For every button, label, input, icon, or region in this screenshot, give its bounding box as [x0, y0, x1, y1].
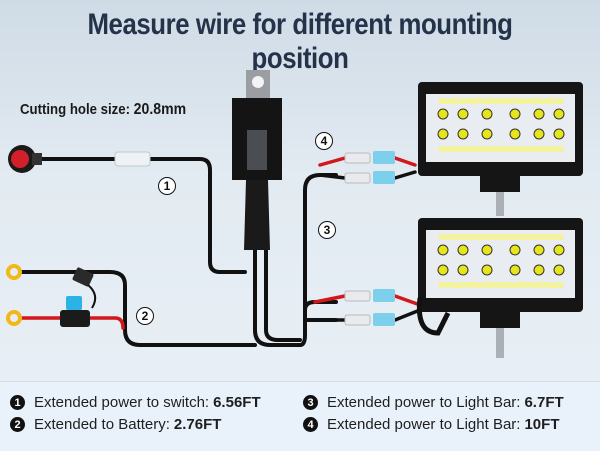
battery-terminals	[6, 264, 22, 326]
female-connector	[373, 151, 395, 164]
relay-icon	[232, 70, 282, 250]
marker-4: 4	[315, 132, 333, 150]
legend: 1 Extended power to switch: 6.56FT 2 Ext…	[0, 381, 600, 451]
ring-terminal-icon	[6, 264, 22, 280]
legend-label: Extended power to switch:	[34, 394, 210, 411]
cutting-hole-value: 20.8mm	[133, 101, 187, 118]
cutting-hole-text: Cutting hole size:	[20, 101, 130, 118]
legend-item-1: 1 Extended power to switch: 6.56FT	[10, 394, 261, 411]
number-badge-icon: 3	[303, 395, 318, 410]
number-badge-icon: 4	[303, 417, 318, 432]
red-lead-fuse	[20, 316, 125, 330]
female-connector	[373, 313, 395, 326]
light-bar-bottom-icon	[416, 218, 583, 358]
relay-trunk	[253, 198, 302, 347]
black-lead-top	[318, 173, 347, 180]
female-connector	[373, 289, 395, 302]
male-connector	[344, 152, 371, 164]
legend-label: Extended power to Light Bar:	[327, 416, 521, 433]
legend-value: 6.7FT	[524, 394, 564, 411]
male-connector	[344, 314, 371, 326]
red-lead-top	[318, 156, 347, 167]
male-connector	[344, 172, 371, 184]
number-badge-icon: 2	[10, 417, 25, 432]
black-lead-bar-bottom	[393, 308, 422, 322]
legend-item-3: 3 Extended power to Light Bar: 6.7FT	[303, 394, 564, 411]
cutting-hole-label: Cutting hole size: 20.8mm	[20, 101, 186, 119]
page-title: Measure wire for different mounting posi…	[87, 8, 513, 75]
legend-item-4: 4 Extended power to Light Bar: 10FT	[303, 416, 559, 433]
legend-value: 2.76FT	[173, 416, 222, 433]
legend-value: 10FT	[524, 416, 560, 433]
legend-item-2: 2 Extended to Battery: 2.76FT	[10, 416, 221, 433]
legend-label: Extended power to Light Bar:	[327, 394, 521, 411]
marker-2: 2	[136, 307, 154, 325]
rocker-switch-icon	[8, 145, 42, 173]
fuse-holder-icon	[60, 267, 97, 327]
male-connector	[344, 290, 371, 302]
battery-wire	[20, 270, 257, 347]
lightbar-feed-wire	[298, 173, 338, 347]
female-connector	[373, 171, 395, 184]
switch-plug-connector	[114, 151, 151, 167]
legend-value: 6.56FT	[213, 394, 261, 411]
switch-wire	[38, 157, 247, 274]
red-lead-bar-bottom	[393, 294, 422, 307]
red-lead-bottom	[313, 294, 347, 304]
marker-1: 1	[158, 177, 176, 195]
wiring-diagram	[6, 70, 583, 358]
number-badge-icon: 1	[10, 395, 25, 410]
lightbar-feed-wire-2	[303, 300, 338, 312]
relay-trunk-2	[264, 198, 302, 342]
ring-terminal-icon	[6, 310, 22, 326]
black-lead-bar-top	[393, 170, 417, 180]
light-bar-top-icon	[418, 82, 583, 216]
connectors	[114, 151, 395, 326]
red-lead-bar-top	[393, 156, 417, 167]
harness-wires	[20, 157, 338, 347]
marker-3: 3	[318, 221, 336, 239]
leads	[20, 156, 422, 330]
legend-label: Extended to Battery:	[34, 416, 170, 433]
